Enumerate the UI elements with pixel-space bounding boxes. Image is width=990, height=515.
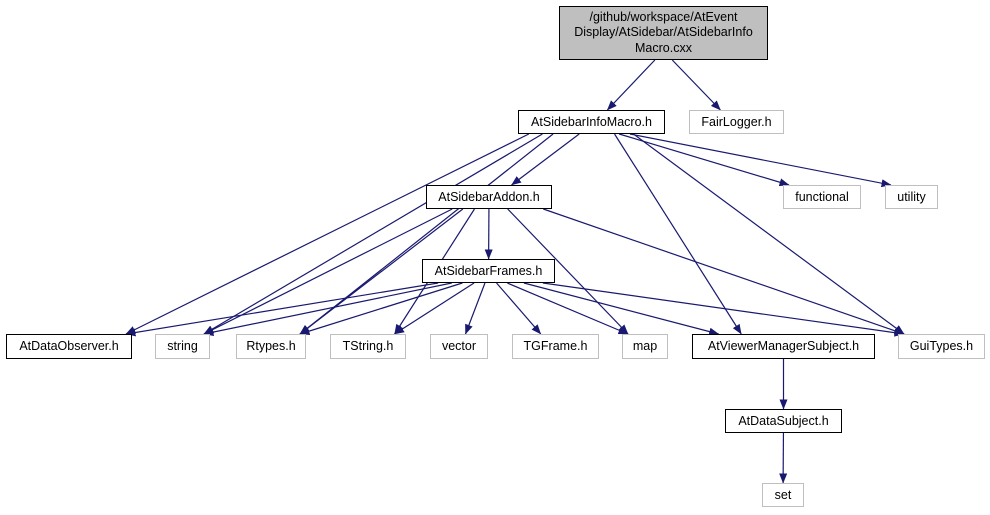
node-label: AtDataSubject.h [738, 413, 829, 428]
node-rtypes-h: Rtypes.h [236, 334, 306, 359]
edge-frames-to-map [507, 282, 629, 335]
edge-info-to-addon [511, 133, 580, 186]
root-file-node: /github/workspace/AtEvent Display/AtSide… [559, 6, 768, 60]
root-file-line-3: Macro.cxx [635, 40, 692, 55]
node-label: TGFrame.h [523, 339, 588, 353]
edge-frames-to-gui [542, 282, 905, 337]
node-map: map [622, 334, 668, 359]
edge-info-to-vms [614, 133, 742, 335]
node-vector: vector [430, 334, 488, 359]
edge-frames-to-rtypes [299, 282, 463, 335]
edge-frames-to-dobs [125, 282, 439, 337]
node-at-viewer-manager-subject-h[interactable]: AtViewerManagerSubject.h [692, 334, 875, 359]
edge-frames-to-tstr [394, 282, 475, 335]
node-string: string [155, 334, 210, 359]
edge-frames-to-tgf [496, 282, 542, 335]
node-utility: utility [885, 185, 938, 209]
node-set: set [762, 483, 804, 507]
node-tgframe-h: TGFrame.h [512, 334, 599, 359]
node-at-data-observer-h[interactable]: AtDataObserver.h [6, 334, 132, 359]
node-label: set [774, 487, 792, 502]
edge-root-to-info [606, 59, 656, 111]
root-file-line-2: Display/AtSidebar/AtSidebarInfo [574, 25, 753, 40]
node-fair-logger-h: FairLogger.h [689, 110, 784, 134]
edge-info-to-string [203, 133, 543, 335]
edge-info-to-gui [633, 133, 905, 335]
node-tstring-h: TString.h [330, 334, 406, 359]
edge-addon-to-rtypes [299, 208, 464, 335]
node-label: AtSidebarAddon.h [438, 189, 540, 204]
node-at-sidebar-addon-h[interactable]: AtSidebarAddon.h [426, 185, 552, 209]
node-label: AtDataObserver.h [19, 339, 119, 353]
node-label: string [167, 339, 198, 353]
edge-frames-to-vector [464, 282, 486, 335]
edge-addon-to-gui [543, 208, 905, 335]
node-gui-types-h: GuiTypes.h [898, 334, 985, 359]
node-label: Rtypes.h [246, 339, 296, 353]
node-at-sidebar-info-macro-h[interactable]: AtSidebarInfoMacro.h [518, 110, 665, 134]
node-label: utility [897, 189, 926, 204]
edge-addon-to-string [203, 208, 453, 335]
node-label: map [632, 339, 658, 353]
node-at-data-subject-h[interactable]: AtDataSubject.h [725, 409, 842, 433]
node-label: AtViewerManagerSubject.h [707, 339, 860, 353]
edge-info-to-rtypes [299, 133, 554, 335]
edge-info-to-dobs [125, 133, 530, 335]
node-label: TString.h [342, 339, 394, 353]
node-label: functional [795, 189, 849, 204]
node-label: GuiTypes.h [909, 339, 974, 353]
edge-frames-to-string [203, 282, 452, 337]
node-label: AtSidebarInfoMacro.h [531, 114, 652, 129]
edge-info-to-func [618, 133, 790, 187]
edge-root-to-fair [671, 59, 721, 111]
node-functional: functional [783, 185, 861, 209]
node-label: AtSidebarFrames.h [434, 263, 543, 278]
node-at-sidebar-frames-h[interactable]: AtSidebarFrames.h [422, 259, 555, 283]
root-file-line-1: /github/workspace/AtEvent [589, 9, 738, 24]
edge-info-to-util [629, 133, 892, 188]
node-label: vector [441, 339, 477, 353]
node-label: FairLogger.h [701, 114, 772, 129]
edge-frames-to-vms [523, 282, 720, 336]
edge-addon-to-map [507, 208, 629, 335]
